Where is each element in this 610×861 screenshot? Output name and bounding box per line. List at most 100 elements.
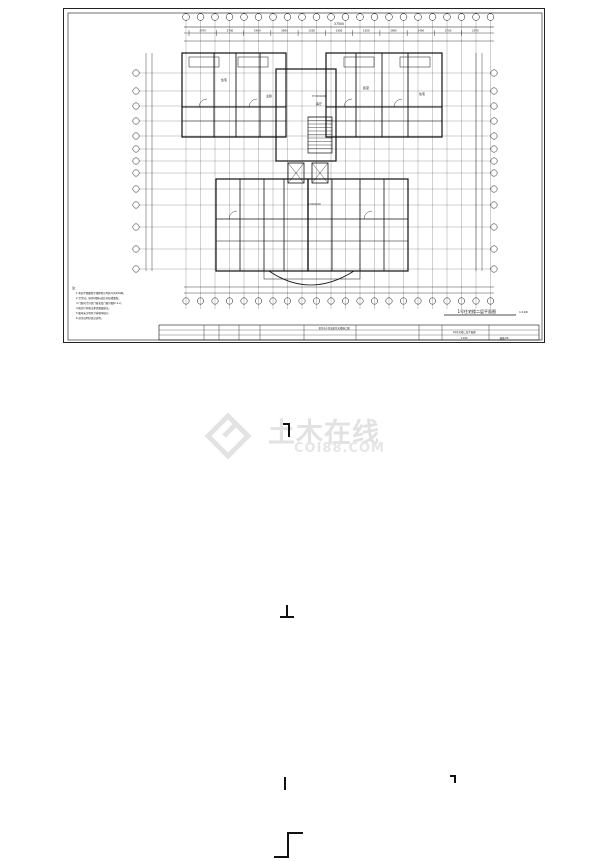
door-swing <box>228 210 238 220</box>
axis-bubble <box>490 132 498 140</box>
axis-bubble <box>132 201 140 209</box>
axis-bubble <box>443 297 451 305</box>
top-dimension-text: 2970 <box>472 29 479 33</box>
axis-bubble <box>443 13 451 21</box>
axis-bubble <box>342 297 349 305</box>
axis-bubble <box>298 297 306 305</box>
axis-bubble <box>132 145 140 153</box>
balcony <box>237 56 269 68</box>
axis-bubble <box>490 69 498 77</box>
axis-bubble <box>132 185 140 193</box>
axis-bubble <box>490 102 498 110</box>
axis-bubble <box>283 13 292 21</box>
room-label: 主卧 <box>266 93 272 98</box>
room-label: 住宅 <box>221 77 227 82</box>
axis-bubble <box>400 297 407 305</box>
title-block-project: 某住宅小区高层住宅楼施工图 <box>318 326 350 330</box>
axis-bubble <box>132 169 140 177</box>
elevator-cross <box>287 162 305 184</box>
axis-bubble <box>341 13 350 21</box>
axis-bubble <box>371 297 378 305</box>
balcony <box>343 56 375 68</box>
door-swing <box>393 98 403 108</box>
title-block <box>158 324 540 341</box>
door-swing <box>363 210 373 220</box>
elevation-label: H=000.00 <box>312 94 326 98</box>
axis-bubble <box>132 245 140 253</box>
title-block-scale: 1:100 <box>461 337 468 340</box>
axis-bubble <box>490 245 498 253</box>
watermark-logo-icon <box>204 412 252 460</box>
axis-bubble <box>490 145 498 153</box>
crop-mark <box>286 605 288 617</box>
crop-mark <box>288 423 290 437</box>
axis-bubble <box>240 13 248 21</box>
axis-bubble <box>490 265 498 273</box>
axis-bubble <box>240 297 248 305</box>
note-line: 3.门窗尺寸详见门窗表及门窗详图J2-1-2。 <box>76 301 123 305</box>
axis-bubble <box>414 297 422 305</box>
axis-bubble <box>356 297 364 305</box>
elevator-cross <box>311 162 329 184</box>
axis-bubble <box>132 265 140 273</box>
axis-bubble <box>197 297 204 305</box>
axis-bubble <box>132 87 140 95</box>
axis-bubble <box>211 13 219 21</box>
top-dimension-text: 2970 <box>199 29 206 33</box>
axis-bubble <box>254 13 263 21</box>
balcony <box>399 56 431 68</box>
axis-bubble <box>490 201 498 209</box>
axis-bubble <box>196 13 205 21</box>
axis-bubble <box>269 297 277 305</box>
top-dimension-text: 1500 <box>363 29 370 33</box>
axis-bubble <box>428 13 437 21</box>
note-line: 5.图中未注明尺寸按墙中线计。 <box>76 311 111 315</box>
watermark-subtext: COI88.COM <box>294 441 385 456</box>
bottom-balcony <box>263 270 361 280</box>
top-dimension-text: 2400 <box>418 29 425 33</box>
axis-bubble <box>385 297 393 305</box>
axis-bubble <box>429 297 436 305</box>
axis-bubble <box>269 13 277 21</box>
axis-bubble <box>370 13 379 21</box>
elevator-shaft <box>311 162 329 184</box>
stair-outline <box>307 116 333 154</box>
axis-bubble <box>414 13 422 21</box>
note-line: 4.阳台栏杆做法参见图集做法。 <box>76 306 111 310</box>
crop-mark <box>284 777 286 790</box>
door-swing <box>198 98 208 108</box>
right-wing-outline <box>325 52 443 138</box>
room-label: 客厅 <box>316 101 322 106</box>
top-dimension-text: 1500 <box>308 29 315 33</box>
crop-mark <box>287 832 289 858</box>
axis-bubble <box>313 297 320 305</box>
elevator-shaft <box>287 162 305 184</box>
axis-bubble <box>327 13 335 21</box>
axis-bubble <box>226 297 233 305</box>
axis-bubble <box>399 13 408 21</box>
top-dimension-text: 3900 <box>281 29 288 33</box>
axis-bubble <box>356 13 364 21</box>
axis-bubble <box>132 157 140 165</box>
axis-bubble <box>490 117 498 125</box>
core-outline <box>275 68 337 162</box>
lower-right-unit <box>307 178 409 272</box>
axis-bubble <box>182 13 190 21</box>
sheet-title: 1号住宅楼二层平面图 <box>457 308 496 314</box>
axis-bubble <box>298 13 306 21</box>
note-line: 2.卫生间、厨房地面标高比同层楼面低。 <box>76 296 121 300</box>
axis-bubble <box>385 13 393 21</box>
axis-bubble <box>490 87 498 95</box>
axis-bubble <box>457 13 466 21</box>
sheet-scale: 1:100 <box>519 310 528 314</box>
notes-title: 注： <box>72 285 78 290</box>
axis-bubble <box>132 132 140 140</box>
crop-mark <box>283 423 289 425</box>
axis-bubble <box>132 102 140 110</box>
axis-bubble <box>225 13 234 21</box>
axis-bubble <box>486 13 495 21</box>
room-label: 住宅 <box>419 91 425 96</box>
axis-bubble <box>255 297 262 305</box>
axis-bubble <box>327 297 335 305</box>
